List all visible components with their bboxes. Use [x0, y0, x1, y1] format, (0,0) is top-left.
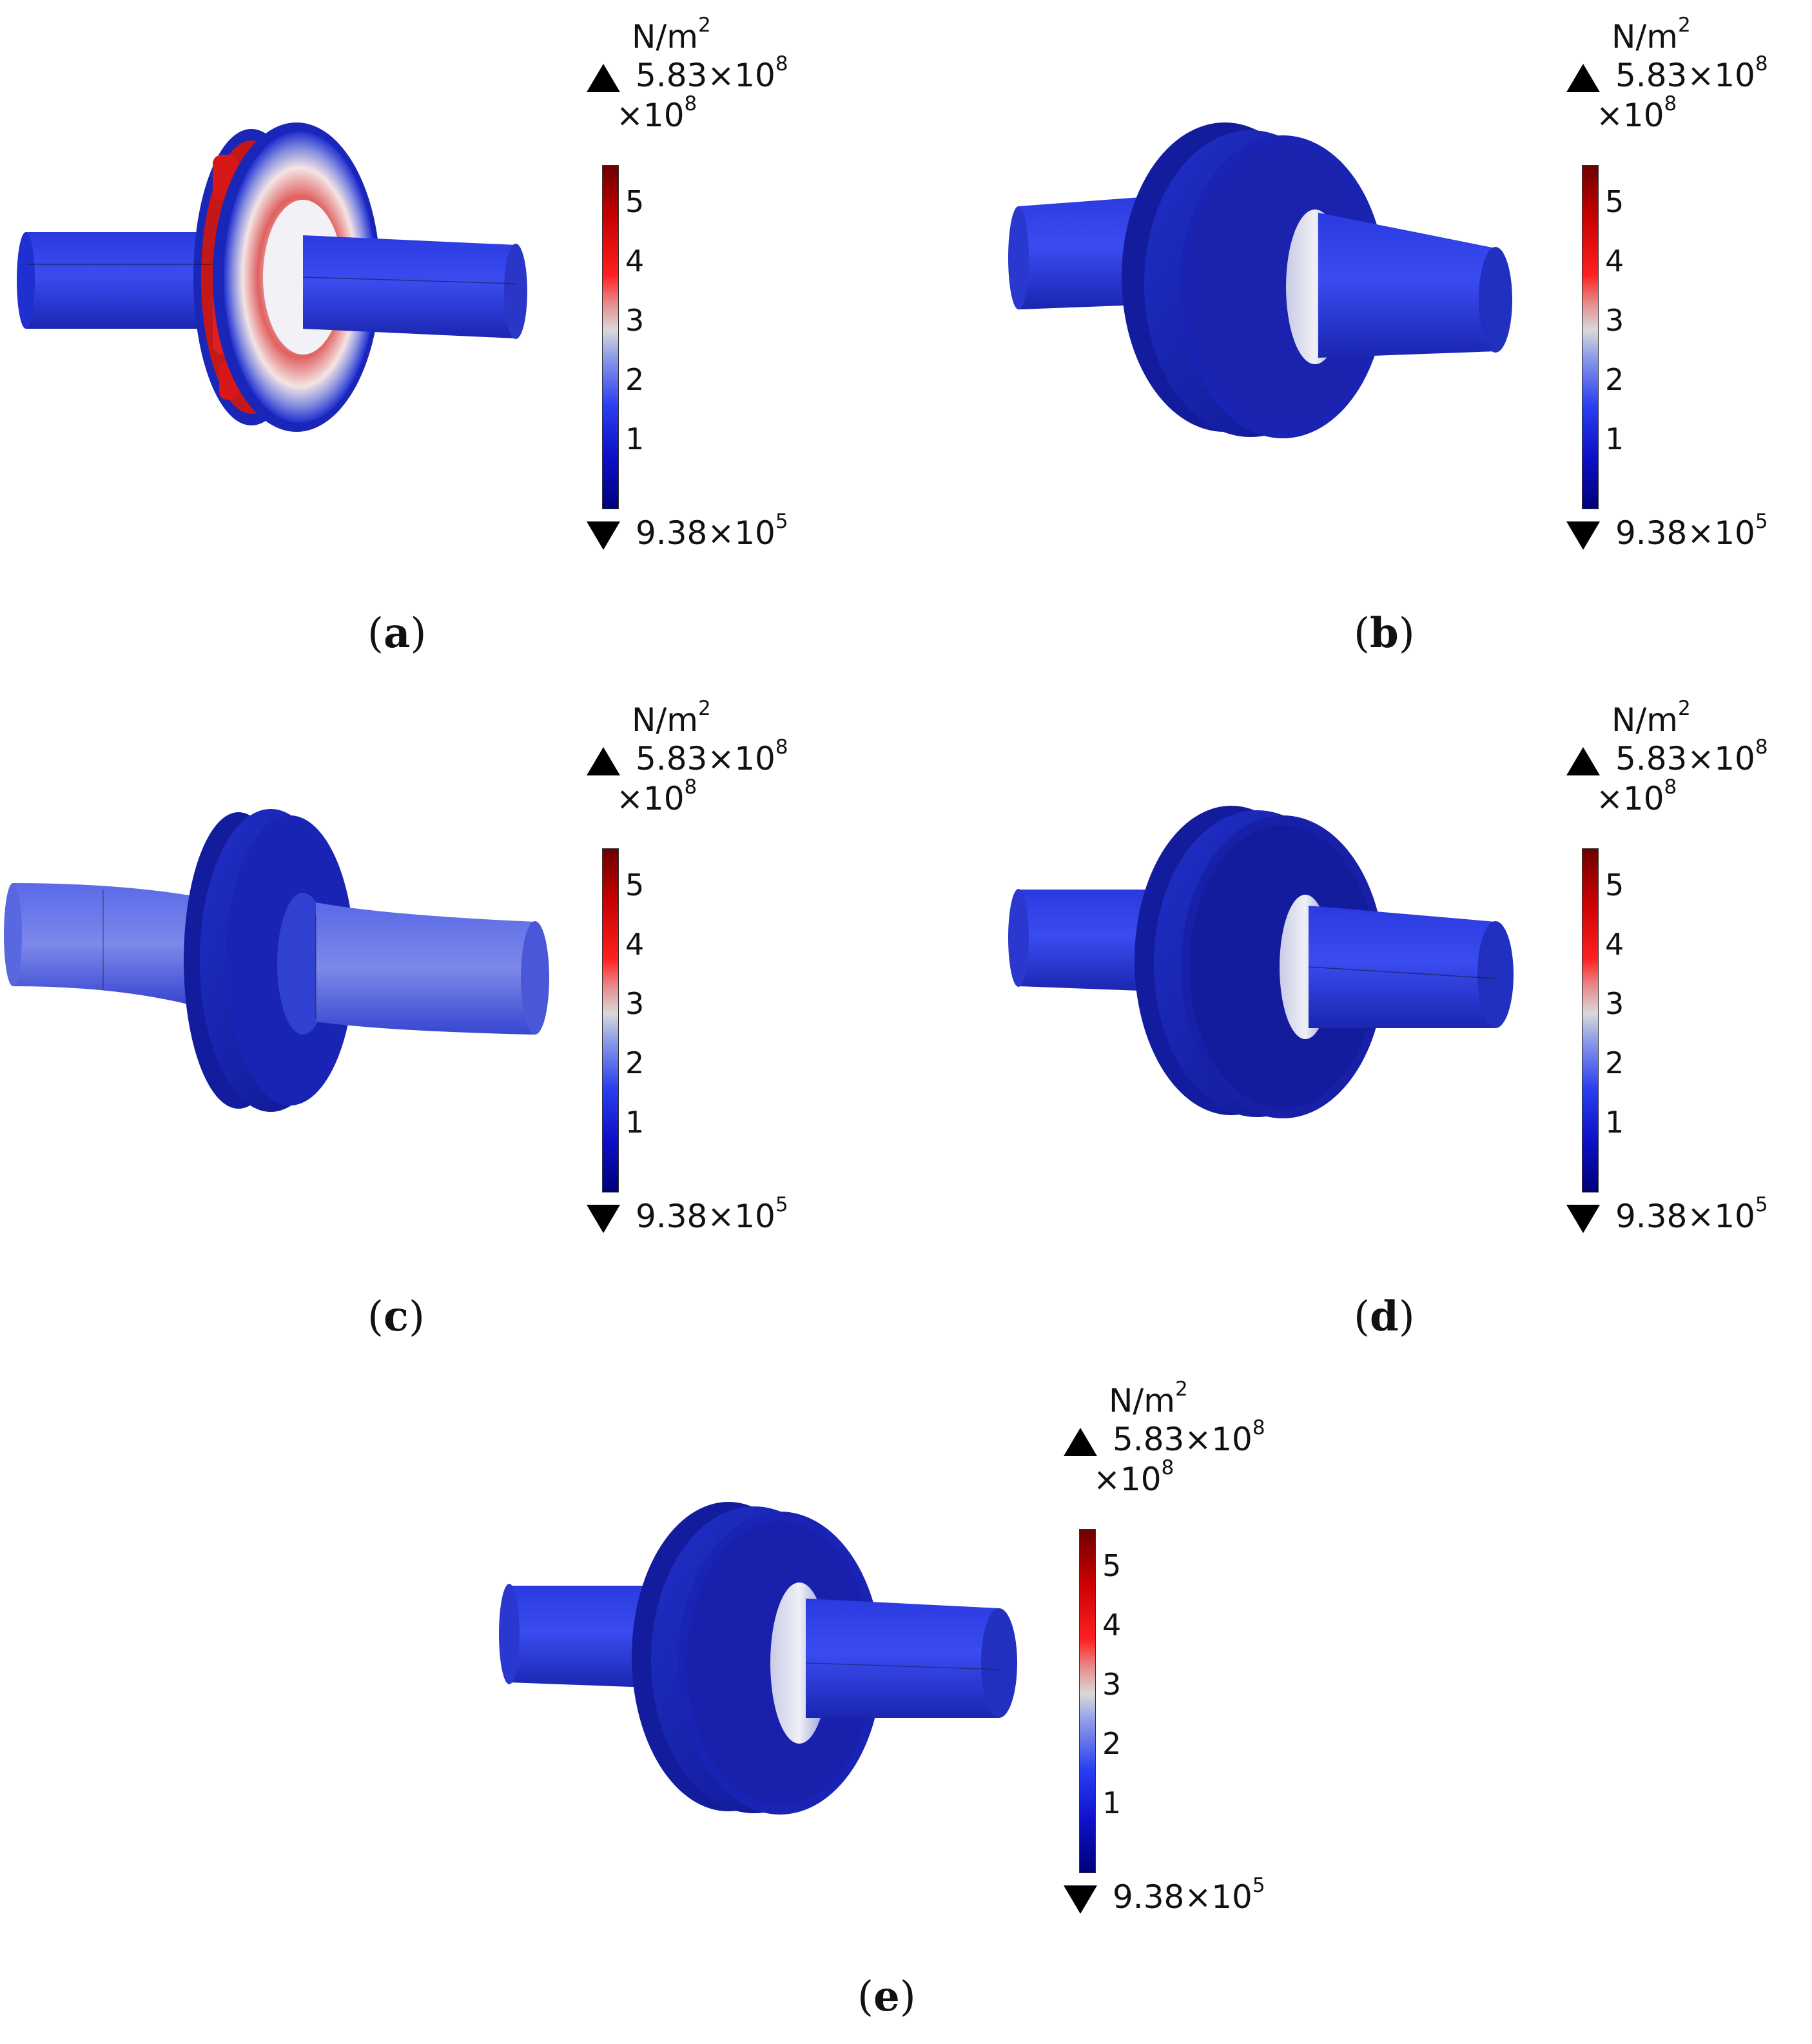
tick-label: 5 — [1605, 184, 1624, 219]
max-triangle-icon — [587, 746, 620, 775]
stress-render-e — [499, 1502, 1017, 1815]
min-triangle-icon — [1064, 1885, 1097, 1914]
colorbar — [602, 165, 619, 509]
colorbar — [1582, 848, 1599, 1192]
legend-unit: N/m2 — [1612, 14, 1691, 55]
legend-multiplier: ×108 — [1093, 1456, 1174, 1498]
colorbar — [1582, 165, 1599, 509]
tick-label: 1 — [625, 422, 645, 456]
tick-label: 5 — [625, 184, 645, 219]
caption-c: (c) — [367, 1292, 425, 1341]
min-triangle-icon — [1566, 521, 1600, 550]
tick-label: 2 — [625, 1046, 645, 1080]
tick-label: 2 — [1605, 1046, 1624, 1080]
min-triangle-icon — [587, 521, 620, 550]
color-legend-d: N/m2 5.83×108 ×108 5 4 3 2 1 9.38×105 — [1566, 697, 1811, 1256]
caption-a: (a) — [367, 609, 427, 657]
tick-label: 5 — [1605, 868, 1624, 902]
legend-unit: N/m2 — [632, 697, 711, 739]
stress-render-d — [1008, 806, 1514, 1118]
tick-label: 1 — [625, 1105, 645, 1140]
max-triangle-icon — [1566, 63, 1600, 92]
legend-min: 9.38×105 — [1064, 1876, 1265, 1916]
max-triangle-icon — [1064, 1427, 1097, 1456]
tick-label: 2 — [1102, 1726, 1122, 1761]
tick-label: 3 — [1605, 986, 1624, 1021]
caption-d: (d) — [1354, 1292, 1415, 1341]
panel-a: N/m2 5.83×108 ×108 5 4 3 2 1 9.38×105 (a… — [0, 0, 902, 677]
legend-multiplier: ×108 — [1596, 92, 1677, 134]
min-triangle-icon — [1566, 1204, 1600, 1233]
tick-label: 2 — [1605, 362, 1624, 397]
color-legend-a: N/m2 5.83×108 ×108 5 4 3 2 1 9.38×105 — [587, 14, 844, 572]
tick-label: 5 — [1102, 1548, 1122, 1583]
legend-min: 9.38×105 — [587, 512, 788, 552]
tick-label: 1 — [1605, 422, 1624, 456]
legend-min: 9.38×105 — [1566, 512, 1768, 552]
tick-label: 5 — [625, 868, 645, 902]
min-triangle-icon — [587, 1204, 620, 1233]
max-triangle-icon — [1566, 746, 1600, 775]
stress-render-a — [17, 122, 527, 432]
legend-unit: N/m2 — [1612, 697, 1691, 739]
legend-multiplier: ×108 — [616, 92, 697, 134]
tick-label: 2 — [625, 362, 645, 397]
color-legend-b: N/m2 5.83×108 ×108 5 4 3 2 1 9.38×105 — [1566, 14, 1811, 572]
legend-max: 5.83×108 — [1064, 1418, 1265, 1458]
legend-unit: N/m2 — [632, 14, 711, 55]
tick-label: 3 — [625, 303, 645, 338]
panel-e: N/m2 5.83×108 ×108 5 4 3 2 1 9.38×105 (e… — [490, 1367, 1328, 2043]
tick-label: 4 — [625, 244, 645, 278]
legend-max: 5.83×108 — [1566, 54, 1768, 94]
tick-label: 1 — [1605, 1105, 1624, 1140]
tick-label: 3 — [1605, 303, 1624, 338]
stress-render-b — [1008, 122, 1512, 438]
legend-multiplier: ×108 — [616, 775, 697, 817]
legend-max: 5.83×108 — [1566, 737, 1768, 777]
caption-e: (e) — [857, 1972, 916, 2021]
colorbar — [602, 848, 619, 1192]
tick-label: 4 — [1102, 1608, 1122, 1642]
tick-label: 3 — [1102, 1667, 1122, 1702]
panel-c: N/m2 5.83×108 ×108 5 4 3 2 1 9.38×105 (c… — [0, 683, 902, 1360]
max-triangle-icon — [587, 63, 620, 92]
stress-render-c — [4, 809, 549, 1112]
legend-unit: N/m2 — [1109, 1377, 1188, 1419]
color-legend-c: N/m2 5.83×108 ×108 5 4 3 2 1 9.38×105 — [587, 697, 844, 1256]
tick-label: 1 — [1102, 1786, 1122, 1820]
colorbar — [1079, 1529, 1096, 1873]
legend-min: 9.38×105 — [587, 1195, 788, 1235]
tick-label: 4 — [1605, 927, 1624, 962]
panel-b: N/m2 5.83×108 ×108 5 4 3 2 1 9.38×105 (b… — [980, 0, 1812, 677]
caption-b: (b) — [1354, 609, 1415, 657]
legend-max: 5.83×108 — [587, 54, 788, 94]
panel-d: N/m2 5.83×108 ×108 5 4 3 2 1 9.38×105 (d… — [980, 683, 1812, 1360]
tick-label: 4 — [1605, 244, 1624, 278]
legend-min: 9.38×105 — [1566, 1195, 1768, 1235]
legend-multiplier: ×108 — [1596, 775, 1677, 817]
tick-label: 4 — [625, 927, 645, 962]
legend-max: 5.83×108 — [587, 737, 788, 777]
color-legend-e: N/m2 5.83×108 ×108 5 4 3 2 1 9.38×105 — [1064, 1377, 1321, 1936]
tick-label: 3 — [625, 986, 645, 1021]
